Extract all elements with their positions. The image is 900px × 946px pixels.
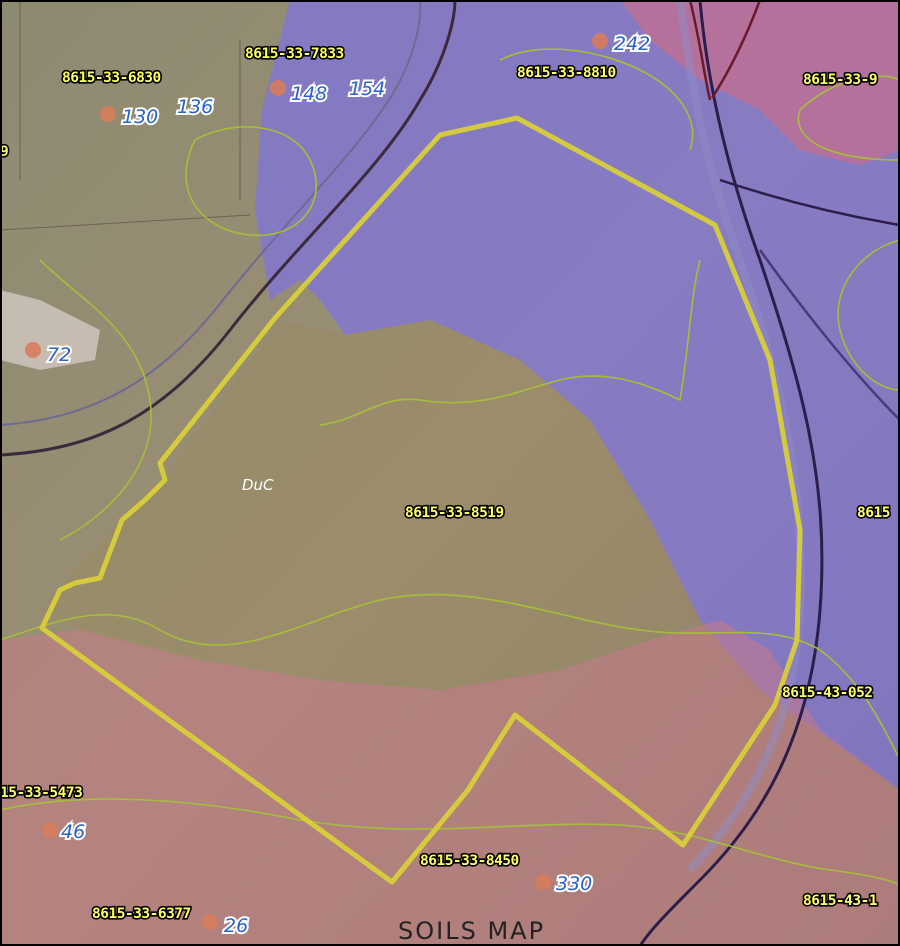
address-pin-dot xyxy=(42,822,58,838)
road-main-right-inner xyxy=(676,0,805,873)
road-main-right xyxy=(638,0,824,946)
contour-line-5 xyxy=(797,75,900,161)
contour-line-6 xyxy=(39,259,152,541)
address-label: 46 xyxy=(61,821,85,843)
address-pin-dot xyxy=(270,80,286,96)
parcel-label: 8615-43-1 xyxy=(803,893,878,909)
address-pin-dot xyxy=(100,106,116,122)
address-label: 130 xyxy=(122,106,158,128)
address-label: 26 xyxy=(224,915,248,937)
road-dark-red xyxy=(688,0,762,101)
road-ramp-right xyxy=(719,178,900,227)
contour-line-7 xyxy=(499,48,694,151)
parcel-label: 15-33-5473 xyxy=(0,785,82,801)
subject-property-outline xyxy=(39,115,803,885)
map-title: SOILS MAP xyxy=(398,917,545,945)
contour-line-1 xyxy=(0,593,900,761)
parcel-label: 8615-33-9 xyxy=(803,72,877,88)
contour-line-2 xyxy=(0,798,900,886)
parcel-label: 8615-33-6377 xyxy=(92,906,191,922)
road-curve-left xyxy=(0,0,457,457)
parcel-label: 9 xyxy=(0,144,8,160)
address-pin-dot xyxy=(592,33,608,49)
parcel-line-ul xyxy=(0,0,251,231)
address-pins xyxy=(25,33,608,930)
contour-line-4 xyxy=(185,126,318,237)
parcel-label: 8615-33-7833 xyxy=(245,46,344,62)
parcel-label: 8615-33-6830 xyxy=(62,70,161,86)
address-label: 154 xyxy=(349,78,385,100)
road-edge-left xyxy=(0,0,422,426)
parcel-label: 8615-33-8519 xyxy=(405,505,504,521)
parcel-label: 8615 xyxy=(857,505,890,521)
road-ramp-right-lower xyxy=(758,249,900,421)
address-label: 148 xyxy=(291,83,327,105)
address-pin-dot xyxy=(202,914,218,930)
parcel-label: 8615-43-052 xyxy=(782,685,873,701)
address-label: 242 xyxy=(614,33,650,55)
address-label: 136 xyxy=(177,96,213,118)
soil-polygon-tan-mid xyxy=(40,320,700,690)
address-label: 330 xyxy=(556,873,592,895)
soil-polygon-red-lower xyxy=(0,620,900,946)
parcel-label: 8615-33-8810 xyxy=(517,65,616,81)
address-label: 72 xyxy=(47,344,71,366)
soil-unit-label: DuC xyxy=(242,476,274,494)
contour-line-8 xyxy=(837,239,900,391)
contour-line-3 xyxy=(319,259,701,426)
address-pin-dot xyxy=(25,342,41,358)
address-pin-dot xyxy=(535,874,551,890)
parcel-label: 8615-33-8450 xyxy=(420,853,519,869)
